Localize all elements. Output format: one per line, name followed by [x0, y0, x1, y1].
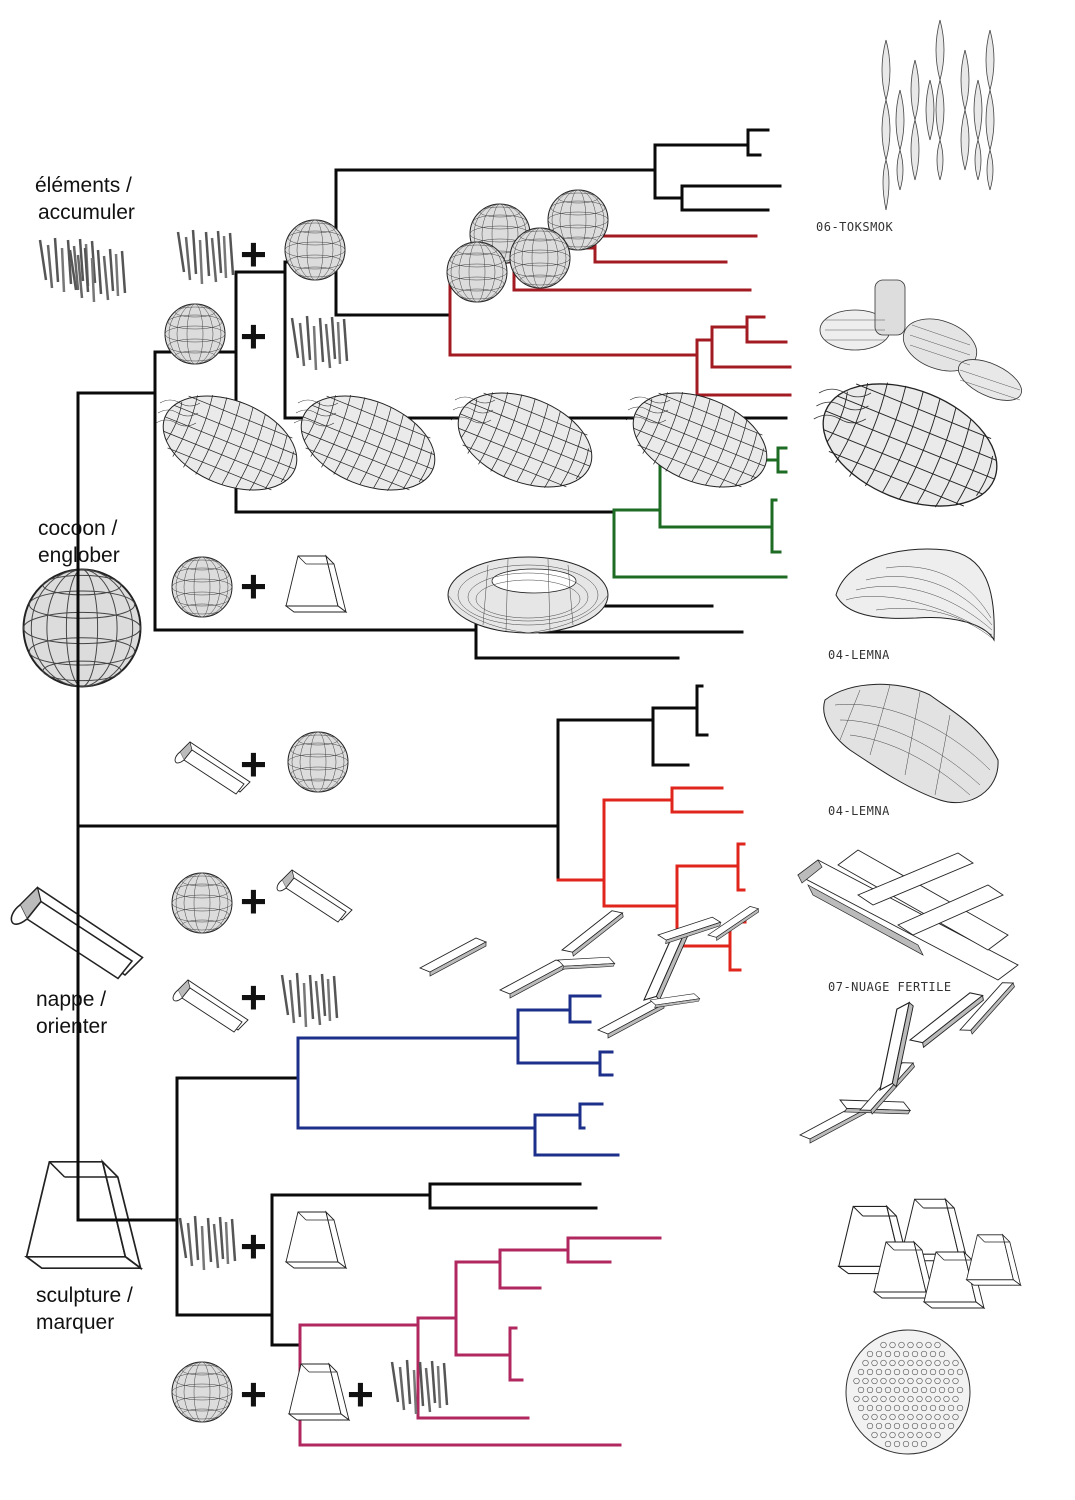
sphere-icon [509, 227, 571, 289]
ribbon-icon [174, 741, 251, 795]
caption-nuage-fertile: 07-NUAGE FERTILE [828, 980, 952, 994]
combination-rods-sphere: + [176, 228, 267, 286]
large-sphere-icon [22, 568, 142, 688]
category-elements-line1: éléments / [35, 174, 132, 197]
result-lemna-tube [823, 683, 999, 804]
category-sculpture-line1: sculpture / [36, 1284, 133, 1307]
cocoon-icon [286, 377, 450, 509]
plus-sign: + [240, 738, 267, 790]
sphere-icon [284, 219, 346, 281]
plus-sign: + [240, 560, 267, 612]
combination-ribbon-sphere: + [174, 731, 349, 795]
category-elements: éléments / accumuler [35, 174, 135, 304]
result-frustum-cluster [838, 1198, 1022, 1309]
sphere-icon [287, 731, 349, 793]
frustum-icon [285, 555, 347, 613]
category-sculpture: sculpture / marquer [25, 1160, 142, 1334]
rods-icon [68, 246, 127, 304]
category-cocoon: cocoon / englober [22, 517, 142, 688]
combination-sphere-frustum: + [171, 555, 347, 618]
plus-sign: + [240, 875, 267, 927]
tree-plates [419, 905, 762, 1039]
sphere-icon [446, 241, 508, 303]
plus-sign: + [240, 971, 267, 1023]
category-nappe-line1: nappe / [36, 988, 106, 1011]
sphere-icon [171, 556, 233, 618]
result-toksmok-columns [881, 19, 995, 211]
result-ribbon-weave [797, 849, 1019, 981]
caption-lemna-1: 04-LEMNA [828, 648, 890, 662]
sphere-icon [171, 1361, 233, 1423]
plus-sign: + [240, 228, 267, 280]
caption-lemna-2: 04-LEMNA [828, 804, 890, 818]
plus-sign: + [240, 1368, 267, 1420]
combination-rods-frustum: + [178, 1211, 347, 1272]
blue-clade-branches [296, 994, 620, 1157]
combination-sphere-frustum-rods: + + [171, 1358, 449, 1423]
cocoon-icon [443, 374, 607, 506]
frustum-icon [288, 1363, 350, 1421]
result-lemna-shell [835, 548, 995, 642]
plus-sign: + [240, 310, 267, 362]
ribbon-icon [172, 979, 249, 1033]
result-woven-cocoon-chain [819, 279, 1022, 401]
torus-icon [447, 556, 609, 634]
plate-chain-icon [597, 905, 762, 1039]
plate-bar-icon [419, 937, 487, 977]
frustum-icon [285, 1211, 347, 1269]
plus-sign: + [347, 1368, 374, 1420]
combination-sphere-rods: + [164, 303, 349, 372]
ribbon-icon [276, 869, 353, 923]
category-nappe-line2: orienter [36, 1015, 107, 1038]
rods-icon [290, 314, 349, 372]
combination-ribbon-rods: + [172, 971, 339, 1033]
combination-sphere-ribbon: + [171, 869, 353, 934]
trunk-branches [76, 128, 788, 1347]
category-elements-line2: accumuler [38, 201, 135, 224]
dotted-sphere-icon [845, 1329, 971, 1455]
sphere-icon [164, 303, 226, 365]
rods-icon [178, 1214, 237, 1272]
caption-toksmok: 06-TOKSMOK [816, 220, 894, 234]
tree-cocoons [148, 374, 782, 509]
category-sculpture-line2: marquer [36, 1311, 114, 1334]
frustum-icon [25, 1160, 142, 1270]
sphere-icon [171, 872, 233, 934]
plate-cross-icon [499, 908, 629, 999]
category-nappe: nappe / orienter [10, 886, 144, 1038]
plus-sign: + [240, 1220, 267, 1272]
rods-icon [280, 971, 339, 1029]
tree-spheres [284, 189, 609, 303]
result-plate-chain [799, 978, 1026, 1144]
rods-icon [176, 228, 235, 286]
